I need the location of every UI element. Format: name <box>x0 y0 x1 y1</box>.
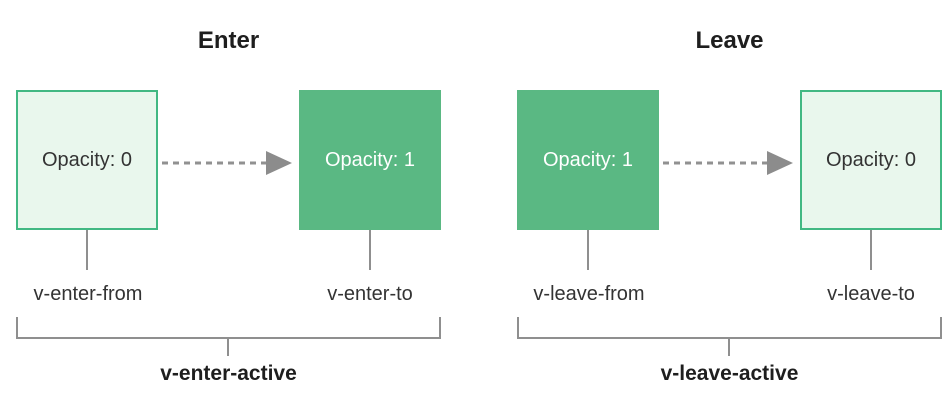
enter-active-bracket-stub <box>227 339 229 356</box>
leave-from-box-label: Opacity: 1 <box>542 148 634 171</box>
enter-to-box-label: Opacity: 1 <box>324 148 416 171</box>
leave-to-connector-line <box>870 230 872 270</box>
leave-to-class-label: v-leave-to <box>827 283 915 305</box>
enter-from-box-label: Opacity: 0 <box>41 148 133 171</box>
enter-active-label: v-enter-active <box>160 362 297 385</box>
leave-phase-diagram: Leave Opacity: 1 Opacity: 0 v-leave-from… <box>517 0 942 409</box>
leave-active-bracket-stub <box>728 339 730 356</box>
enter-phase-diagram: Enter Opacity: 0 Opacity: 1 v-enter-from… <box>16 0 441 409</box>
leave-from-class-label: v-leave-from <box>533 283 645 305</box>
enter-to-box: Opacity: 1 <box>299 90 441 230</box>
enter-title: Enter <box>197 27 260 54</box>
enter-from-box: Opacity: 0 <box>16 90 158 230</box>
leave-active-label: v-leave-active <box>660 362 799 385</box>
dashed-transition-arrow-icon <box>663 151 793 175</box>
leave-to-box-label: Opacity: 0 <box>825 148 917 171</box>
leave-from-box: Opacity: 1 <box>517 90 659 230</box>
dashed-transition-arrow-icon <box>162 151 292 175</box>
leave-active-bracket <box>517 317 942 339</box>
leave-to-box: Opacity: 0 <box>800 90 942 230</box>
leave-title: Leave <box>695 27 764 54</box>
enter-to-connector-line <box>369 230 371 270</box>
leave-from-connector-line <box>587 230 589 270</box>
enter-active-bracket <box>16 317 441 339</box>
enter-from-connector-line <box>86 230 88 270</box>
enter-from-class-label: v-enter-from <box>33 283 143 305</box>
enter-to-class-label: v-enter-to <box>327 283 413 305</box>
